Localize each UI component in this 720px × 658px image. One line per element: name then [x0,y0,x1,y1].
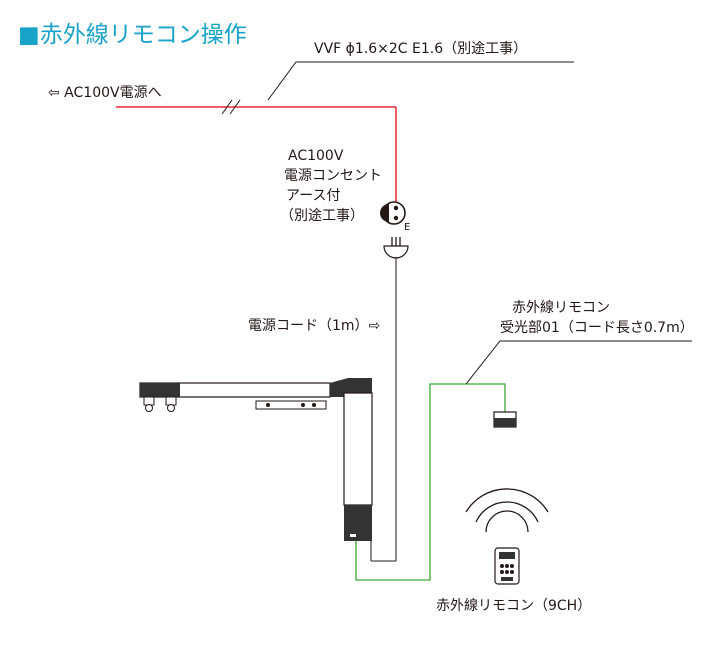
cable-break-mark [229,99,241,115]
motor-unit [343,392,373,541]
outlet-label-line3: アース付 [286,188,340,204]
cable-break-mark [221,99,233,115]
electrical-outlet-icon [380,201,406,225]
outlet-label-line1: AC100V [288,148,344,164]
power-cord-label: 電源コード（1m）⇨ [248,318,380,334]
earth-mark: E [404,222,410,233]
receiver-leader-line [465,340,692,385]
receiver-label-line1: 赤外線リモコン [512,300,610,316]
receiver-label-line2: 受光部01（コード長さ0.7m） [500,320,694,336]
curtain-rail [139,378,372,412]
ac-power-label: ⇦ AC100V電源へ [48,85,162,101]
power-plug-icon [383,237,409,259]
outlet-label-line4: （別途工事） [280,207,364,224]
vvf-leader-line [267,61,574,101]
diagram-title: ■赤外線リモコン操作 [18,22,247,48]
remote-control-icon [494,547,520,585]
wireless-signal-icon [465,488,549,533]
receiver-cable-line [355,383,506,581]
ir-receiver [493,411,517,428]
outlet-label-line2: 電源コンセント [284,168,382,184]
remote-label: 赤外線リモコン（9CH） [436,598,591,614]
vvf-cable-label: VVF ϕ1.6×2C E1.6（別途工事） [314,40,527,57]
